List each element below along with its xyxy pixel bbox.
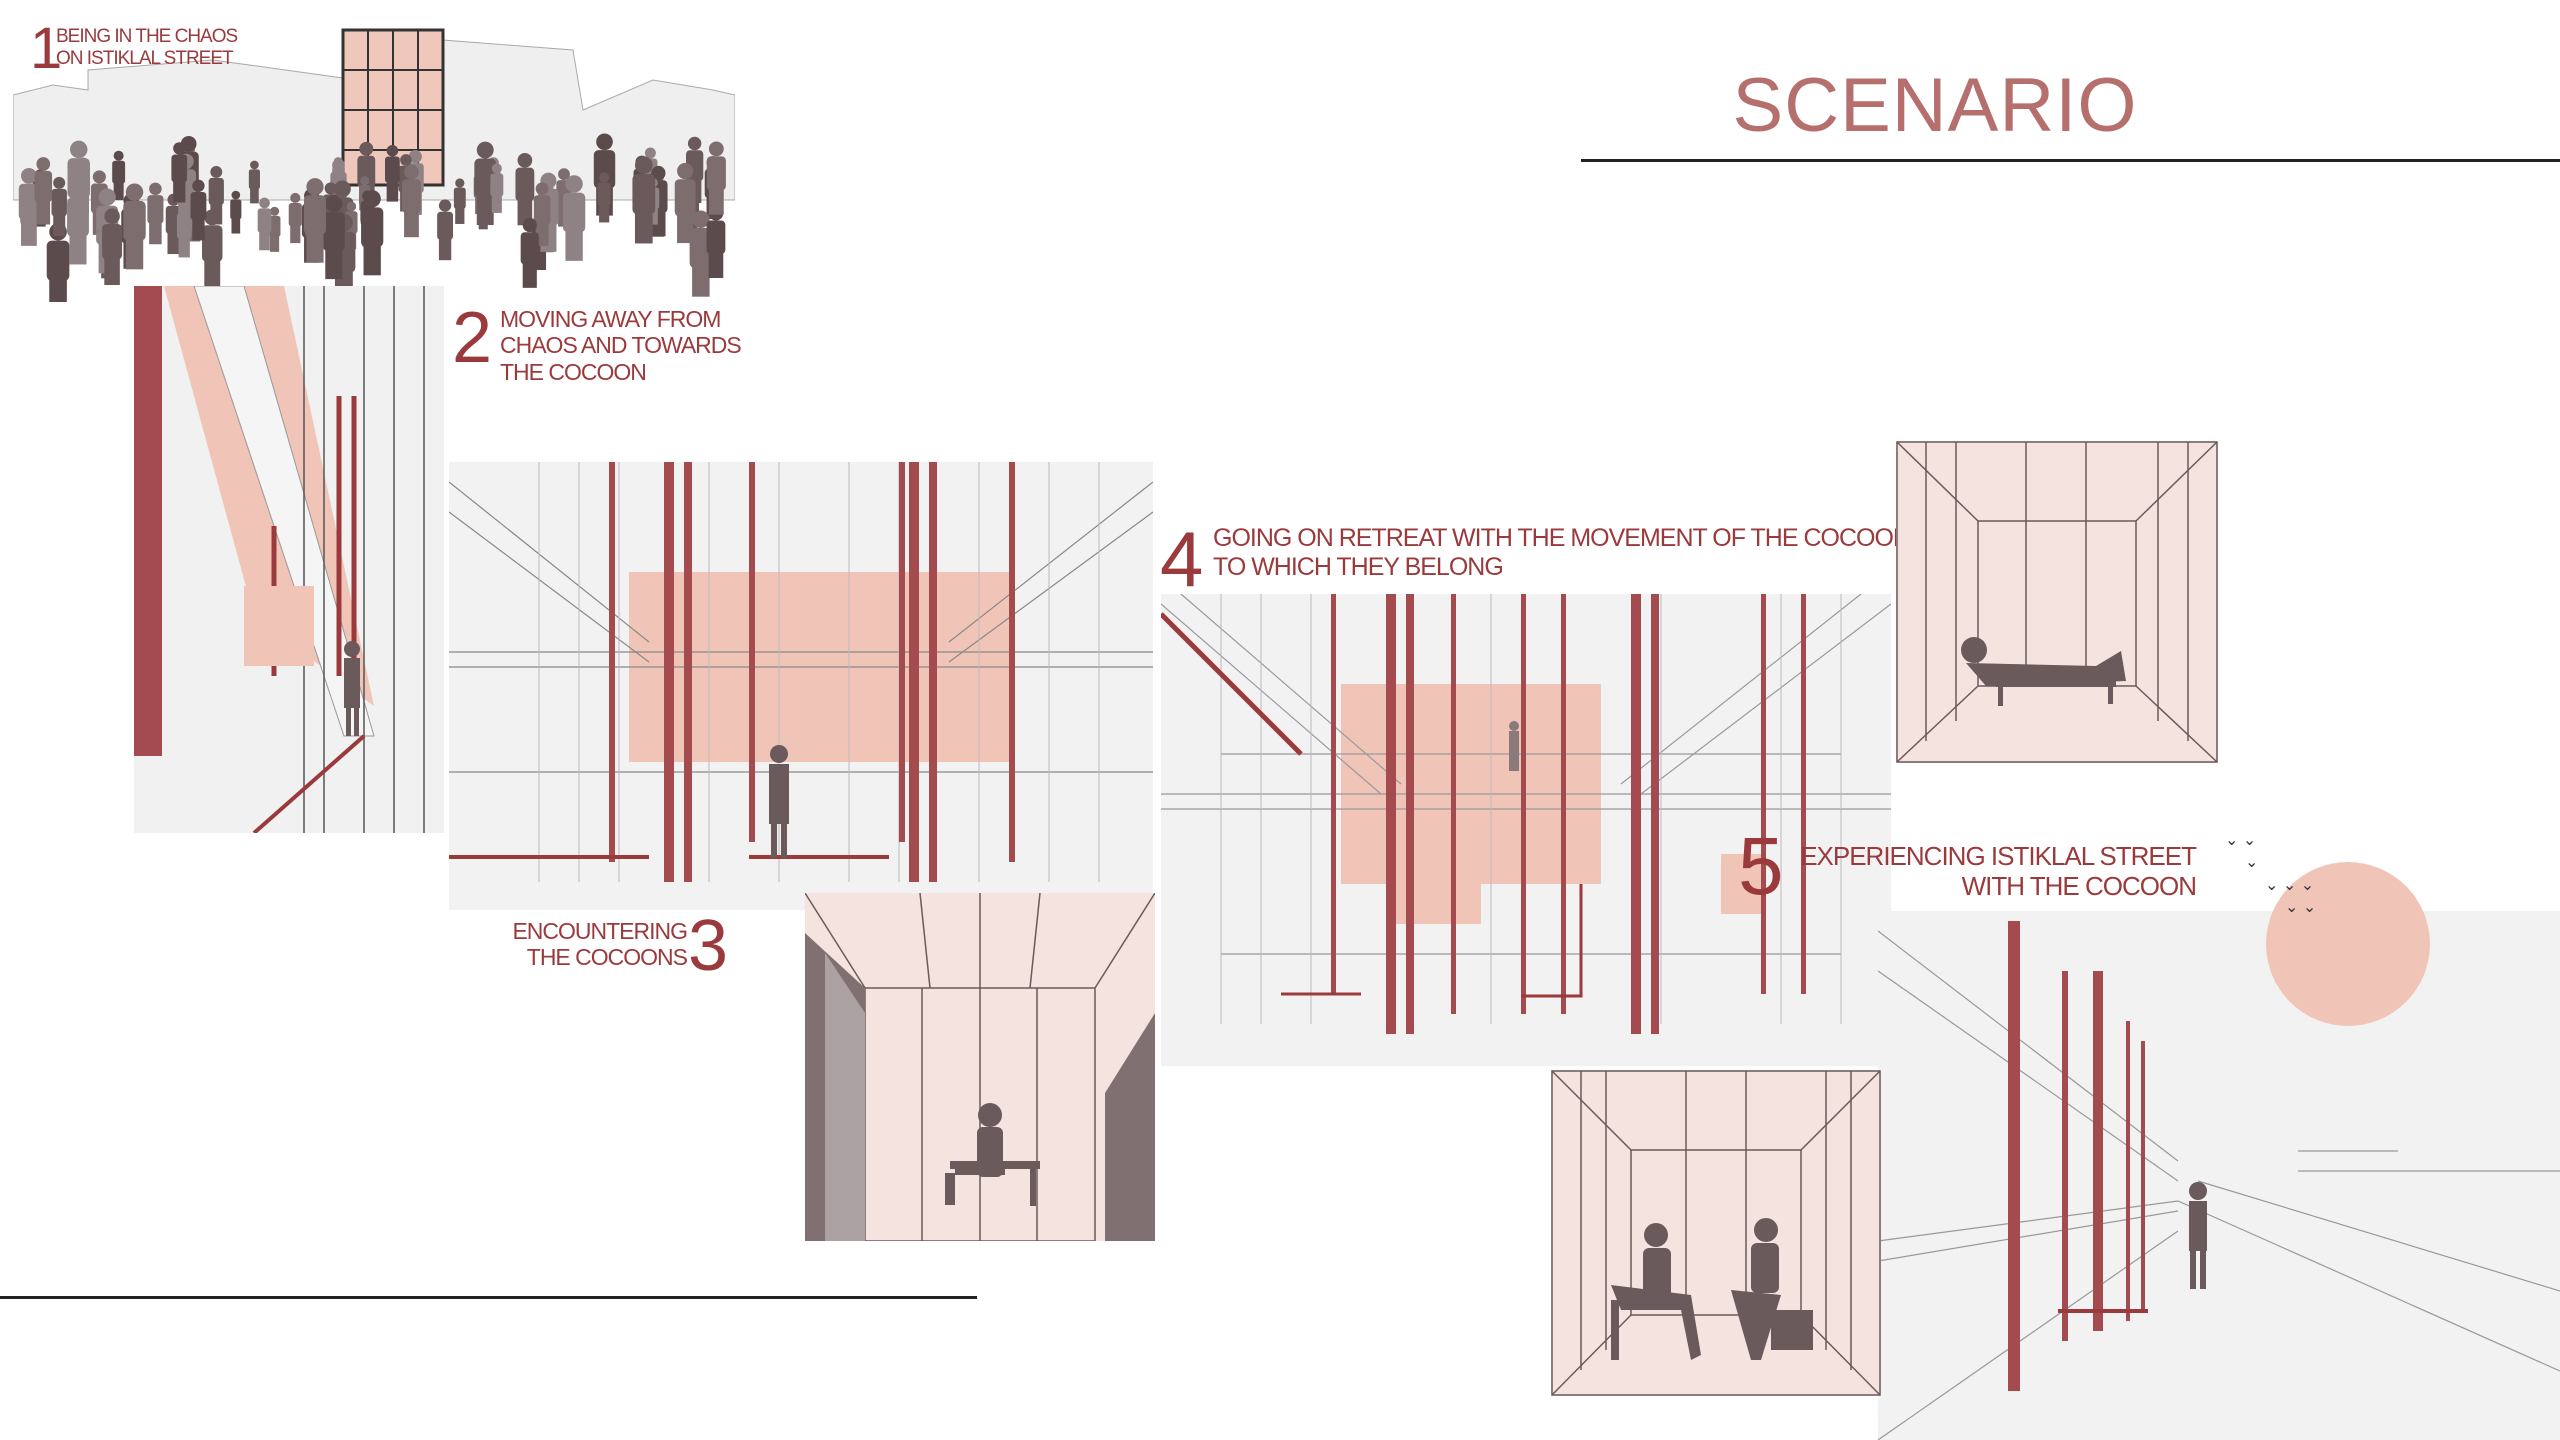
caption-line: ENCOUNTERING <box>512 918 688 944</box>
cocoon-seated-illustration <box>805 893 1155 1241</box>
caption-line: ON ISTIKLAL STREET <box>56 47 234 69</box>
cocoon-reclining-illustration <box>1896 441 2218 763</box>
person-silhouette <box>51 176 67 237</box>
caption-line: TO WHICH THEY BELONG <box>1213 552 1504 581</box>
person-silhouette <box>288 192 302 244</box>
caption-line: EXPERIENCING ISTIKLAL STREET <box>1800 841 2197 871</box>
step-2-number: 2 <box>452 298 493 378</box>
sun-circle <box>2266 862 2430 1026</box>
step-1-number: 1 <box>30 16 63 81</box>
caption-line: CHAOS AND TOWARDS <box>500 332 742 359</box>
cocoon-conversation-illustration <box>1551 1070 1881 1396</box>
corridor-illustration <box>134 286 444 833</box>
person-silhouette <box>171 142 188 203</box>
person-silhouette <box>562 175 586 261</box>
street-experience-illustration <box>1878 911 2560 1440</box>
retreat-atrium-illustration <box>1161 594 1891 1066</box>
person-silhouette <box>190 179 207 241</box>
person-silhouette <box>123 183 146 270</box>
step-2-caption: MOVING AWAY FROM CHAOS AND TOWARDS THE C… <box>500 306 742 385</box>
person-silhouette <box>268 206 281 252</box>
birds-icon: ⌄ ⌄⌄⌄ ⌄ ⌄⌄ ⌄ <box>2225 832 2317 917</box>
person-silhouette <box>597 172 611 223</box>
caption-line: WITH THE COCOON <box>1961 870 2197 901</box>
caption-line: BEING IN THE CHAOS <box>56 26 238 47</box>
person-silhouette <box>490 163 504 213</box>
person-silhouette <box>147 182 164 245</box>
title-underline <box>1581 159 2560 162</box>
person-silhouette <box>632 156 656 244</box>
step-1-caption: BEING IN THE CHAOS ON ISTIKLAL STREET <box>56 26 238 70</box>
person-silhouette <box>385 144 400 202</box>
step-4-caption: GOING ON RETREAT WITH THE MOVEMENT OF TH… <box>1213 524 1911 582</box>
step-3-caption: ENCOUNTERING THE COCOONS <box>505 918 688 971</box>
page-title: SCENARIO <box>1732 63 2138 148</box>
person-silhouette <box>248 160 260 204</box>
atrium-encounter-illustration <box>449 462 1153 910</box>
person-silhouette <box>303 178 327 263</box>
person-silhouette <box>533 182 551 246</box>
person-silhouette <box>401 164 421 238</box>
person-silhouette <box>706 205 726 278</box>
step-4-number: 4 <box>1160 515 1204 603</box>
person-silhouette <box>689 210 713 297</box>
person-silhouette <box>18 167 40 246</box>
caption-line: THE COCOON <box>500 358 647 385</box>
person-silhouette <box>230 190 242 234</box>
person-silhouette <box>102 208 123 286</box>
caption-line: THE COCOONS <box>526 944 688 971</box>
person-silhouette <box>674 162 696 244</box>
person-silhouette <box>322 195 345 280</box>
step-5-number: 5 <box>1738 821 1784 912</box>
person-silhouette <box>706 141 726 215</box>
caption-line: GOING ON RETREAT WITH THE MOVEMENT OF TH… <box>1213 524 1911 552</box>
person-silhouette <box>76 157 91 210</box>
person-silhouette <box>34 157 53 225</box>
step-3-number: 3 <box>688 906 729 986</box>
person-silhouette <box>453 178 466 224</box>
caption-line: MOVING AWAY FROM <box>500 306 721 332</box>
step-5-caption: EXPERIENCING ISTIKLAL STREET WITH THE CO… <box>1790 841 2197 902</box>
person-silhouette <box>520 218 539 288</box>
person-silhouette <box>112 150 126 201</box>
person-silhouette <box>360 190 375 244</box>
person-silhouette <box>208 166 224 225</box>
street-crowd-illustration: /* placeholder */ <box>13 0 735 302</box>
person-silhouette <box>437 199 454 261</box>
person-silhouette <box>257 197 272 251</box>
bottom-divider <box>0 1296 977 1299</box>
